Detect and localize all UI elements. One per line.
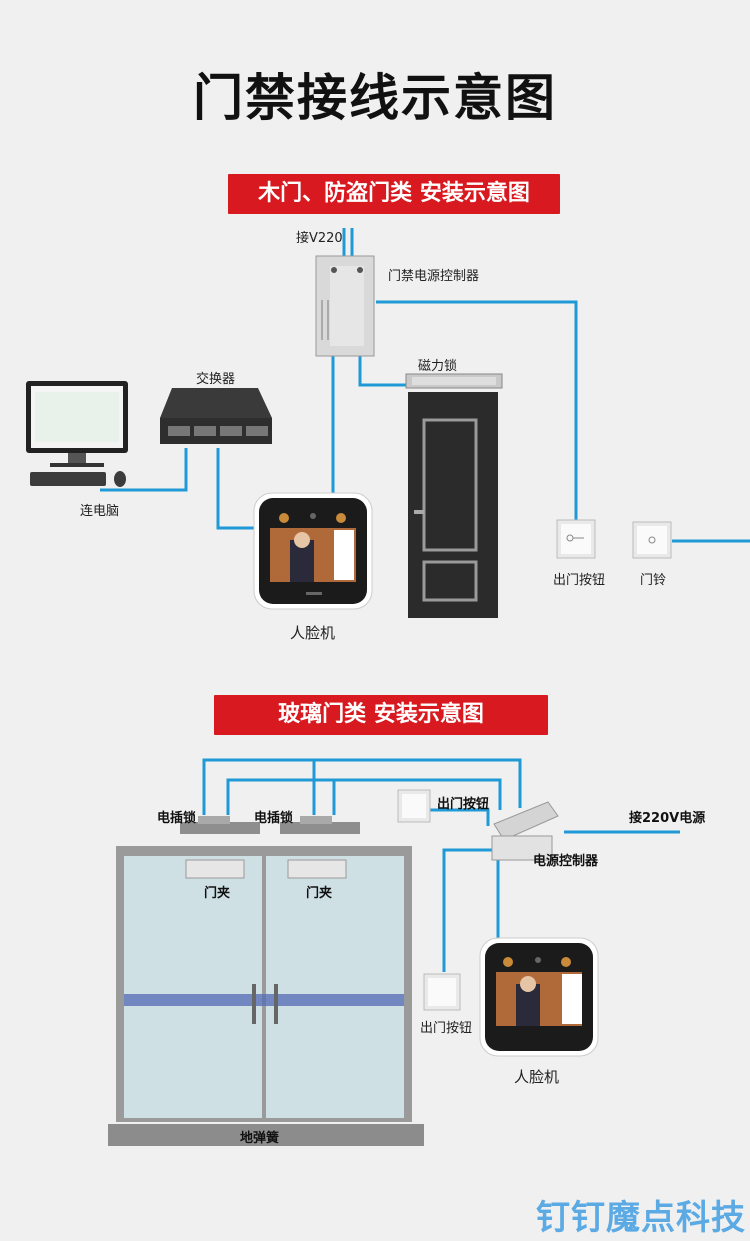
label-exit-button-1: 出门按钮 xyxy=(553,573,606,588)
label-computer: 连电脑 xyxy=(80,504,120,519)
exit-button-bottom xyxy=(423,973,461,1011)
glass-door xyxy=(116,846,412,1122)
label-switch: 交换器 xyxy=(196,372,236,387)
label-exit-button-top: 出门按钮 xyxy=(437,797,490,812)
doorbell xyxy=(632,521,672,559)
mag-lock xyxy=(405,373,503,389)
label-face-device-1: 人脸机 xyxy=(290,624,336,642)
section2-wires xyxy=(202,758,680,972)
floor-spring-bar xyxy=(108,1124,424,1146)
face-device-2 xyxy=(479,937,599,1057)
electric-lock-1 xyxy=(180,816,260,834)
section1-banner: 木门、防盗门类 安装示意图 xyxy=(228,174,560,214)
label-doorbell: 门铃 xyxy=(640,573,667,588)
section1-wires xyxy=(100,228,750,543)
label-power-controller: 门禁电源控制器 xyxy=(388,269,480,284)
section2-diagram xyxy=(108,758,680,1146)
label-power-controller-2: 电源控制器 xyxy=(533,854,599,869)
label-door-clamp-1: 门夹 xyxy=(204,886,231,901)
label-electric-lock-1: 电插锁 xyxy=(157,811,197,826)
section2-banner: 玻璃门类 安装示意图 xyxy=(214,695,548,735)
label-floor-spring: 地弹簧 xyxy=(240,1131,280,1146)
label-exit-button-bottom: 出门按钮 xyxy=(420,1021,473,1036)
label-electric-lock-2: 电插锁 xyxy=(254,811,294,826)
label-mag-lock: 磁力锁 xyxy=(418,359,458,374)
power-controller-box xyxy=(315,255,375,357)
section1-diagram xyxy=(26,228,750,618)
watermark-logo: 钉钉魔点科技 xyxy=(536,1198,746,1238)
computer xyxy=(26,381,128,487)
wooden-door xyxy=(408,392,498,618)
label-door-clamp-2: 门夹 xyxy=(306,886,333,901)
page-title: 门禁接线示意图 xyxy=(193,69,557,127)
exit-button-top xyxy=(397,789,431,823)
power-controller-2 xyxy=(491,801,559,861)
label-face-device-2: 人脸机 xyxy=(514,1068,560,1086)
network-switch xyxy=(160,388,272,444)
electric-lock-2 xyxy=(280,816,360,834)
label-power-220: 接220V电源 xyxy=(629,811,706,826)
face-device-1 xyxy=(253,492,373,610)
label-v220: 接V220 xyxy=(296,231,343,246)
exit-button-1 xyxy=(556,519,596,559)
